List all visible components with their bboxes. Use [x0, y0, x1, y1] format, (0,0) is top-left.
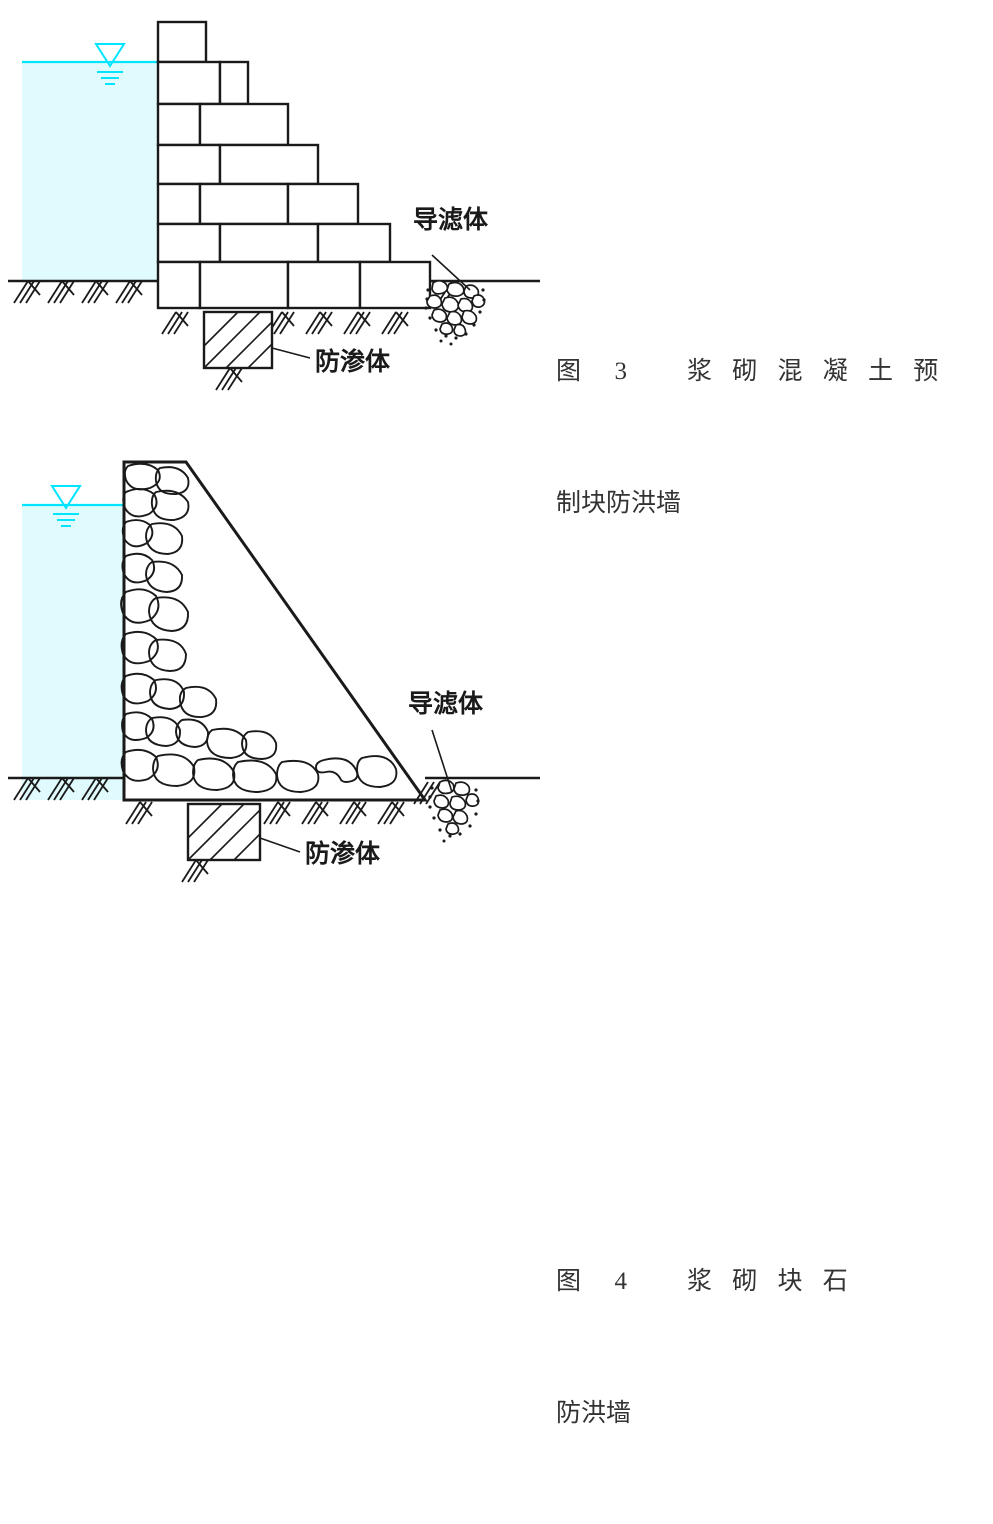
leader-line-seepage: [271, 347, 311, 359]
foundation-hatching: [161, 311, 409, 391]
block: [156, 222, 222, 264]
block: [358, 260, 432, 310]
block: [156, 260, 202, 310]
block: [286, 260, 362, 310]
water-body-fill: [22, 62, 158, 281]
annotation-seepage-body-label: 防渗体: [315, 347, 391, 376]
figure-3-caption-line1: 图 3 浆 砌 混 凝 土 预: [556, 358, 946, 385]
page-root: 导滤体 防渗体 图 3 浆 砌 混 凝 土 预 制块防洪墙: [0, 0, 993, 1427]
figure-3-caption-line2: 制块防洪墙: [556, 490, 682, 517]
block: [156, 143, 222, 186]
figure-3-drawing: 导滤体 防渗体: [8, 20, 540, 391]
anti-seepage-body: [202, 310, 274, 370]
block: [156, 20, 208, 64]
wall-outline: [122, 460, 428, 802]
block: [156, 102, 202, 147]
water-level-symbol-icon: [50, 485, 82, 527]
ground-hatching-left: [13, 777, 109, 801]
precast-block-wall: [156, 20, 432, 310]
figure-4-caption-line2: 防洪墙: [556, 1400, 632, 1427]
water-level-symbol-icon: [94, 43, 126, 85]
block: [156, 60, 222, 106]
drainage-gravel-dots: [428, 786, 480, 843]
block: [218, 60, 250, 106]
block: [286, 182, 360, 226]
annotation-drainage-body-label: 导滤体: [413, 206, 489, 234]
figure-4: 导滤体 防渗体 图 4 浆 砌 块 石 防洪墙: [0, 400, 993, 1427]
block: [198, 102, 290, 147]
foundation-hatching: [125, 781, 441, 883]
water-body-fill: [22, 505, 124, 800]
figure-3: 导滤体 防渗体 图 3 浆 砌 混 凝 土 预 制块防洪墙: [0, 0, 993, 517]
annotation-seepage-body-label: 防渗体: [305, 839, 381, 868]
drainage-gravel-dots: [424, 288, 486, 346]
figure-4-drawing: 导滤体 防渗体: [8, 460, 540, 883]
figure-3-caption: 图 3 浆 砌 混 凝 土 预 制块防洪墙: [556, 262, 945, 614]
block: [218, 222, 320, 264]
drainage-filter-body: [433, 779, 480, 835]
annotation-drainage-body-label: 导滤体: [408, 690, 484, 718]
block: [316, 222, 392, 264]
anti-seepage-body: [186, 802, 262, 862]
figure-4-caption-line1: 图 4 浆 砌 块 石: [556, 1268, 855, 1295]
block: [198, 260, 290, 310]
block: [156, 182, 202, 226]
block: [218, 143, 320, 186]
ground-hatching-left: [13, 280, 143, 304]
leader-line-drainage: [431, 254, 471, 291]
drainage-filter-body: [426, 279, 486, 337]
rubble-masonry-wall: [120, 460, 428, 802]
leader-line-seepage: [259, 837, 301, 853]
leader-line-drainage: [431, 729, 453, 793]
block: [198, 182, 290, 226]
figure-4-caption: 图 4 浆 砌 块 石 防洪墙: [556, 1172, 855, 1524]
